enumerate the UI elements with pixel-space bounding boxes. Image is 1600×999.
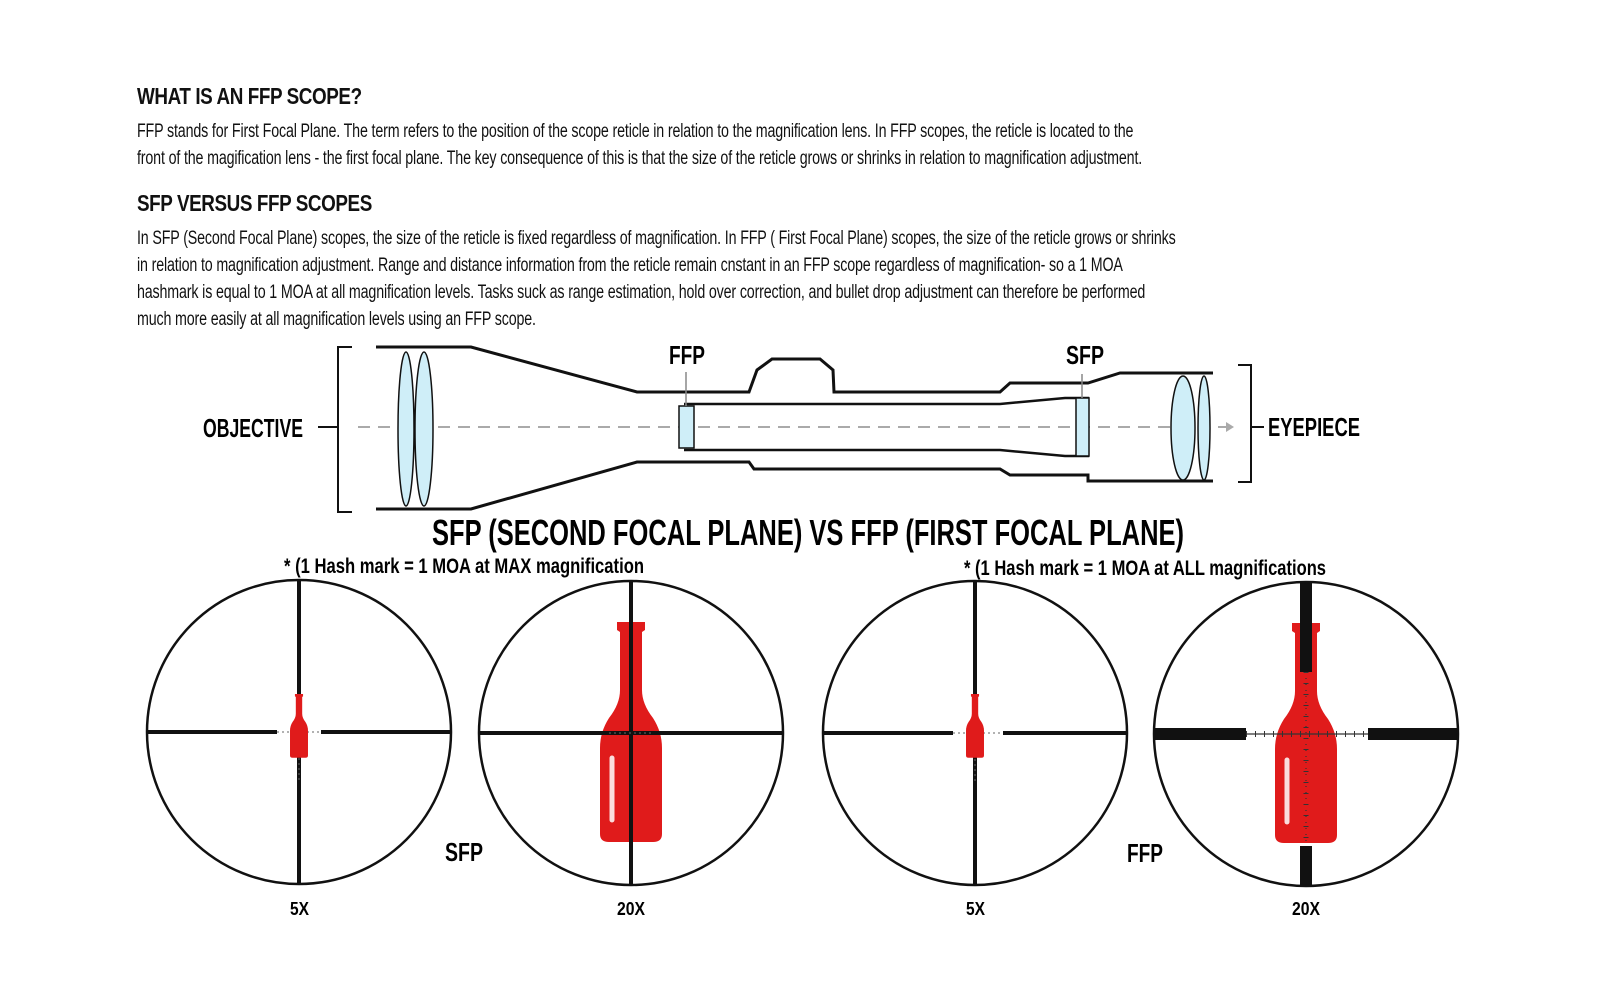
magnification-label: 20X bbox=[1292, 899, 1320, 919]
ffp-diagram-label: FFP bbox=[669, 340, 705, 370]
sfp-reticle-plate bbox=[1075, 397, 1090, 457]
reticle-sfp-5x bbox=[145, 578, 453, 886]
scope-body-bottom bbox=[376, 460, 1213, 511]
objective-lens bbox=[397, 351, 415, 507]
optical-axis-arrow bbox=[1226, 422, 1234, 432]
objective-lens bbox=[414, 351, 434, 507]
comparison-title: SFP (SECOND FOCAL PLANE) VS FFP (FIRST F… bbox=[432, 512, 1184, 553]
ffp-note: * (1 Hash mark = 1 MOA at ALL magnificat… bbox=[964, 557, 1326, 580]
paragraph-sfp-versus-ffp: In SFP (Second Focal Plane) scopes, the … bbox=[137, 225, 1450, 333]
paragraph-what-is-ffp: FFP stands for First Focal Plane. The te… bbox=[137, 118, 1450, 172]
ffp-group-label: FFP bbox=[1127, 838, 1163, 868]
sfp-diagram-label: SFP bbox=[1066, 340, 1104, 370]
paragraph-line: In SFP (Second Focal Plane) scopes, the … bbox=[137, 228, 1176, 249]
heading-what-is-ffp: WHAT IS AN FFP SCOPE? bbox=[137, 83, 362, 109]
magnification-label: 5X bbox=[290, 899, 309, 919]
paragraph-line: hashmark is equal to 1 MOA at all magnif… bbox=[137, 282, 1146, 303]
heading-sfp-versus-ffp: SFP VERSUS FFP SCOPES bbox=[137, 190, 372, 216]
paragraph-line: in relation to magnification adjustment.… bbox=[137, 255, 1123, 276]
sfp-note: * (1 Hash mark = 1 MOA at MAX magnificat… bbox=[284, 555, 644, 578]
paragraph-line: much more easily at all magnification le… bbox=[137, 309, 536, 330]
scope-body-top bbox=[376, 345, 1213, 394]
sfp-group-label: SFP bbox=[445, 837, 483, 867]
objective-bracket bbox=[337, 346, 352, 513]
eyepiece-label: EYEPIECE bbox=[1268, 412, 1360, 442]
ffp-reticle-plate bbox=[678, 405, 695, 449]
magnification-label: 5X bbox=[966, 899, 985, 919]
eyepiece-lens bbox=[1170, 375, 1196, 481]
objective-label: OBJECTIVE bbox=[203, 413, 303, 443]
magnification-label: 20X bbox=[617, 899, 645, 919]
eyepiece-lens bbox=[1197, 375, 1211, 481]
reticle-sfp-20x bbox=[477, 579, 785, 887]
paragraph-line: FFP stands for First Focal Plane. The te… bbox=[137, 121, 1134, 142]
reticle-ffp-20x bbox=[1152, 580, 1460, 888]
reticle-ffp-5x bbox=[821, 579, 1129, 887]
eyepiece-bracket bbox=[1238, 364, 1252, 483]
paragraph-line: front of the magification lens - the fir… bbox=[137, 148, 1143, 169]
